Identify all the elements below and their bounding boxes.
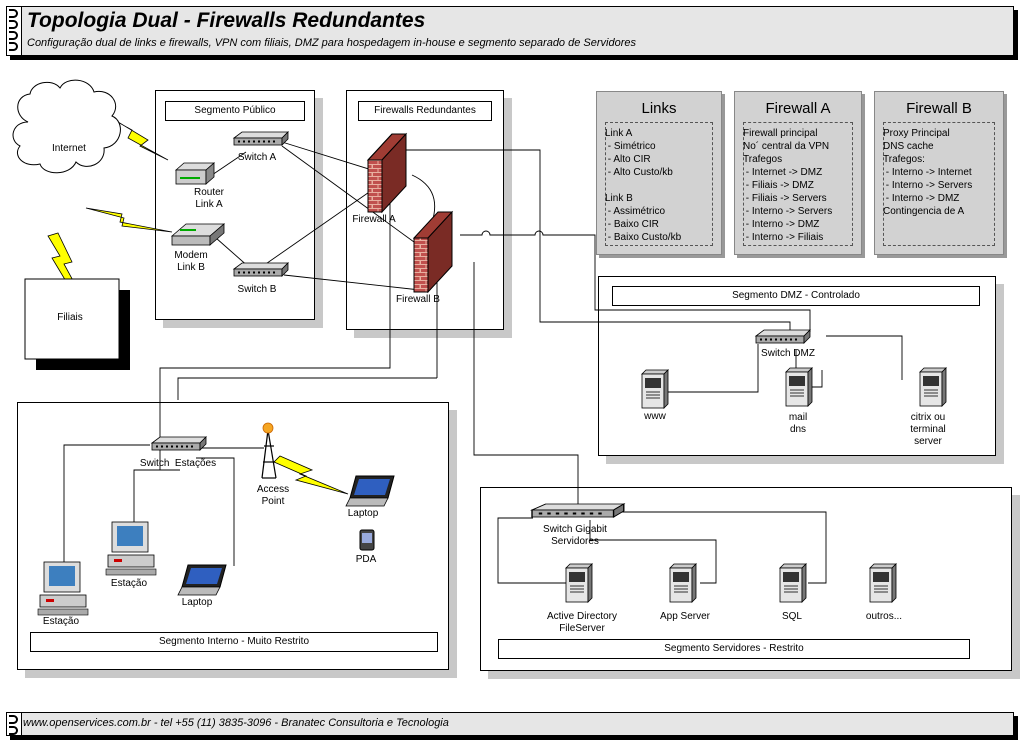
firewall-a-icon: [366, 132, 408, 214]
note-links-body: Link A - Simétrico - Alto CIR - Alto Cus…: [605, 128, 682, 243]
segment-dmz: [598, 276, 996, 456]
note-firewall-a: Firewall A Firewall principal No´ centra…: [734, 91, 862, 255]
firewall-b-label: Firewall B: [396, 294, 440, 305]
firewall-b-icon: [412, 210, 454, 294]
note-firewall-b-title: Firewall B: [906, 100, 972, 117]
spiral-binding-icon: [7, 7, 22, 55]
note-firewall-b-body: Proxy Principal DNS cache Trafegos: - In…: [883, 128, 973, 217]
laptop-wired-label: Laptop: [181, 597, 213, 608]
pda-label: PDA: [355, 554, 377, 565]
active-directory-label: Active Directory FileServer: [546, 611, 617, 634]
access-point-icon: [261, 429, 277, 479]
note-firewall-a-body: Firewall principal No´ central da VPN Tr…: [743, 128, 833, 243]
citrix-label: citrix ou terminal server: [910, 412, 946, 447]
estacao-1-label: Estação: [42, 616, 80, 627]
laptop-wireless-label: Laptop: [347, 508, 379, 519]
note-links: Links Link A - Simétrico - Alto CIR - Al…: [596, 91, 722, 255]
header-banner: Topologia Dual - Firewalls Redundantes C…: [6, 6, 1014, 56]
switch-estacoes-label: Switch Estações: [139, 458, 217, 469]
app-server-label: App Server: [659, 611, 711, 622]
page-subtitle: Configuração dual de links e firewalls, …: [27, 37, 636, 49]
segment-servidores-label: Segmento Servidores - Restrito: [498, 639, 970, 659]
segment-interno-label: Segmento Interno - Muito Restrito: [30, 632, 438, 652]
segment-firewalls-label: Firewalls Redundantes: [358, 101, 492, 121]
estacao-2-label: Estação: [110, 578, 148, 589]
segment-interno: [17, 402, 449, 670]
internet-cloud-icon: [12, 79, 121, 174]
outros-label: outros...: [865, 611, 903, 622]
access-point-label: Access Point: [256, 484, 290, 507]
note-firewall-b: Firewall B Proxy Principal DNS cache Tra…: [874, 91, 1004, 255]
spiral-binding-icon: [7, 713, 22, 735]
footer-banner: www.openservices.com.br - tel +55 (11) 3…: [6, 712, 1014, 736]
switch-b-label: Switch B: [237, 284, 277, 295]
segment-publico-label: Segmento Público: [165, 101, 305, 121]
firewall-a-label: Firewall A: [352, 214, 396, 225]
sql-label: SQL: [781, 611, 802, 622]
note-firewall-a-title: Firewall A: [765, 100, 831, 117]
segment-publico: [155, 90, 315, 320]
mail-dns-label: mail dns: [788, 412, 808, 435]
filiais-label: Filiais: [57, 312, 83, 323]
switch-dmz-label: Switch DMZ: [761, 348, 815, 359]
note-links-title: Links: [641, 100, 677, 117]
page-title: Topologia Dual - Firewalls Redundantes: [27, 9, 426, 32]
footer-text: www.openservices.com.br - tel +55 (11) 3…: [23, 717, 449, 729]
switch-a-label: Switch A: [237, 152, 277, 163]
segment-dmz-label: Segmento DMZ - Controlado: [612, 286, 980, 306]
www-label: www: [644, 411, 666, 422]
router-label: Router Link A: [193, 187, 224, 210]
internet-label: Internet: [52, 143, 86, 154]
switch-gigabit-label: Switch Gigabit Servidores: [543, 524, 607, 547]
modem-label: Modem Link B: [174, 250, 208, 273]
